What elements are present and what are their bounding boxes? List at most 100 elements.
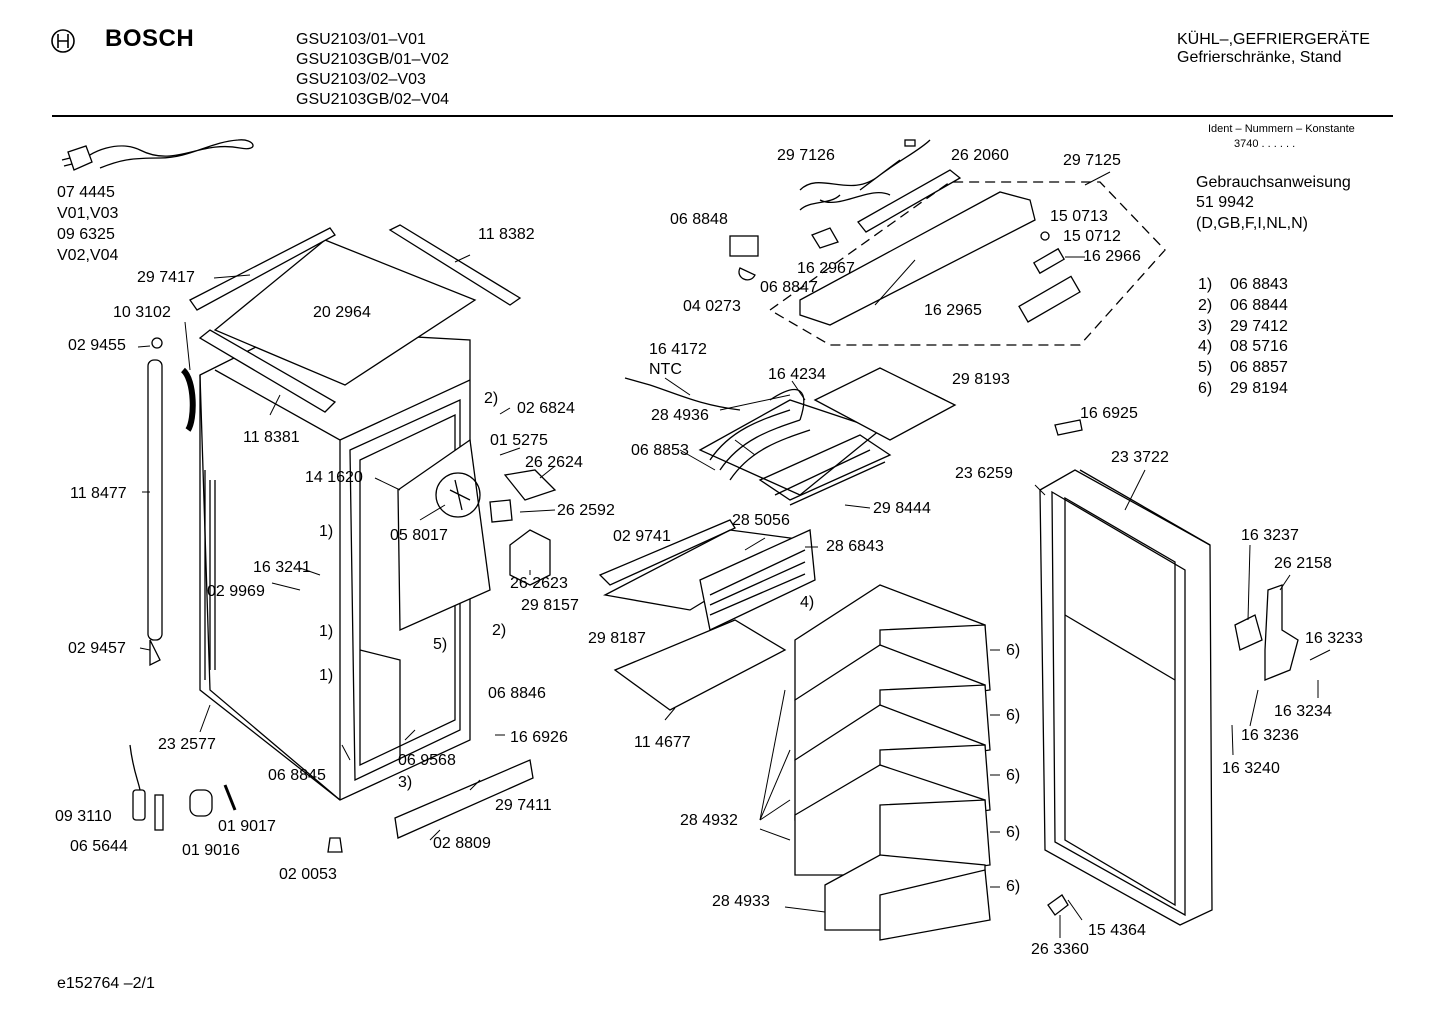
callout-label: 11 8381 [243, 429, 300, 446]
callout-label: 11 8477 [70, 485, 127, 502]
callout-label: 23 3722 [1111, 449, 1169, 466]
callout-label: 02 8809 [433, 835, 491, 852]
callout-label: 29 7417 [137, 269, 195, 286]
callout-label: 10 3102 [113, 304, 171, 321]
note-value-5: 06 8857 [1230, 359, 1288, 376]
feet-parts [129, 744, 343, 853]
callout-label: 26 3360 [1031, 941, 1089, 958]
thermostat-part [729, 235, 759, 257]
callout-label: 01 9017 [218, 818, 276, 835]
cover-plate-part [613, 619, 787, 711]
freezer-baskets-part [794, 584, 991, 941]
callout-label: 16 3236 [1241, 727, 1299, 744]
control-panel-outline [768, 181, 1166, 346]
drip-tray-part [598, 519, 816, 631]
callout-label: 29 8187 [588, 630, 646, 647]
note-marker: 1) [319, 667, 334, 684]
category-title: KÜHL–,GEFRIERGERÄTE [1177, 31, 1370, 48]
callout-label: 15 0712 [1063, 228, 1121, 245]
side-rail-part [189, 227, 336, 311]
callout-label: 04 0273 [683, 298, 741, 315]
model-number-1: GSU2103/01–V01 [296, 31, 426, 48]
manual-languages: (D,GB,F,I,NL,N) [1196, 215, 1309, 232]
power-cord-part [61, 139, 254, 171]
note-marker: 5) [433, 636, 448, 653]
callout-label: 07 4445 [57, 184, 115, 201]
callout-label: 26 2623 [510, 575, 568, 592]
cabinet-body-part [199, 329, 471, 801]
note-value-4: 08 5716 [1230, 338, 1288, 355]
drawing-code: e152764 –2/1 [57, 975, 155, 992]
drain-tube-part [147, 337, 196, 667]
fan-motor-part [489, 499, 513, 523]
fan-holder-part [509, 529, 551, 586]
callout-label: 02 9969 [207, 583, 265, 600]
fan-bracket-part [503, 469, 557, 501]
note-marker: 6) [1006, 642, 1021, 659]
note-marker: 1) [319, 623, 334, 640]
evaporator-plates-part [758, 434, 892, 506]
note-key-3: 3) [1198, 318, 1213, 335]
note-marker: 3) [398, 774, 413, 791]
callout-label: 29 7411 [495, 797, 552, 814]
insulation-sheet-part [813, 367, 957, 441]
callout-label: 16 6926 [510, 729, 568, 746]
callout-label: 02 0053 [279, 866, 337, 883]
note-marker: 6) [1006, 824, 1021, 841]
note-value-3: 29 7412 [1230, 318, 1288, 335]
note-key-1: 1) [1198, 276, 1213, 293]
callout-label: 02 9741 [613, 528, 671, 545]
note-key-4: 4) [1198, 338, 1213, 355]
top-cover-part [213, 239, 477, 386]
control-knob-part [1032, 247, 1066, 275]
wiring-harness-part [799, 139, 931, 211]
callout-label: 29 8157 [521, 597, 579, 614]
door-part [1039, 469, 1213, 926]
callout-label: 16 3234 [1274, 703, 1332, 720]
fan-assembly-part [397, 438, 491, 631]
callout-label: 06 8846 [488, 685, 546, 702]
note-value-6: 29 8194 [1230, 380, 1288, 397]
model-number-3: GSU2103/02–V03 [296, 71, 426, 88]
callout-label: 02 9457 [68, 640, 126, 657]
callout-label: 23 2577 [158, 736, 216, 753]
callout-label: 02 6824 [517, 400, 575, 417]
callout-label: 16 2965 [924, 302, 982, 319]
callout-label: 09 3110 [55, 808, 112, 825]
callout-label: 26 2060 [951, 147, 1009, 164]
callout-label: 26 2158 [1274, 555, 1332, 572]
ntc-sensor-part [624, 377, 741, 411]
callout-label: 06 9568 [398, 752, 456, 769]
hinge-cover-part [1234, 614, 1263, 651]
note-key-6: 6) [1198, 380, 1213, 397]
callout-label: 02 9455 [68, 337, 126, 354]
callout-label: 16 3237 [1241, 527, 1299, 544]
callout-label: 14 1620 [305, 469, 363, 486]
callout-label: 16 4172 [649, 341, 707, 358]
callout-label: 28 5056 [732, 512, 790, 529]
bosch-logo-icon [51, 29, 75, 53]
callout-label: 15 4364 [1088, 922, 1146, 939]
callout-label: NTC [649, 361, 682, 378]
callout-label: 09 6325 [57, 226, 115, 243]
callout-label: 20 2964 [313, 304, 371, 321]
ident-title: Ident – Nummern – Konstante [1208, 123, 1355, 135]
model-number-2: GSU2103GB/01–V02 [296, 51, 449, 68]
top-rail-part [388, 224, 522, 306]
lamp-socket-part [738, 267, 756, 281]
hinge-part [1264, 584, 1299, 681]
callout-label: 06 5644 [70, 838, 128, 855]
note-key-5: 5) [1198, 359, 1213, 376]
callout-label: 01 9016 [182, 842, 240, 859]
callout-label: 16 6925 [1080, 405, 1138, 422]
control-board-part [857, 169, 962, 233]
bracket-part [1054, 419, 1083, 436]
callout-label: 16 2967 [797, 260, 855, 277]
control-display-part [1018, 275, 1081, 323]
callout-label: 11 8382 [478, 226, 535, 243]
note-marker: 2) [492, 622, 507, 639]
callout-label: 01 5275 [490, 432, 548, 449]
note-marker: 4) [800, 594, 815, 611]
callout-label: 29 8444 [873, 500, 931, 517]
note-marker: 2) [484, 390, 499, 407]
